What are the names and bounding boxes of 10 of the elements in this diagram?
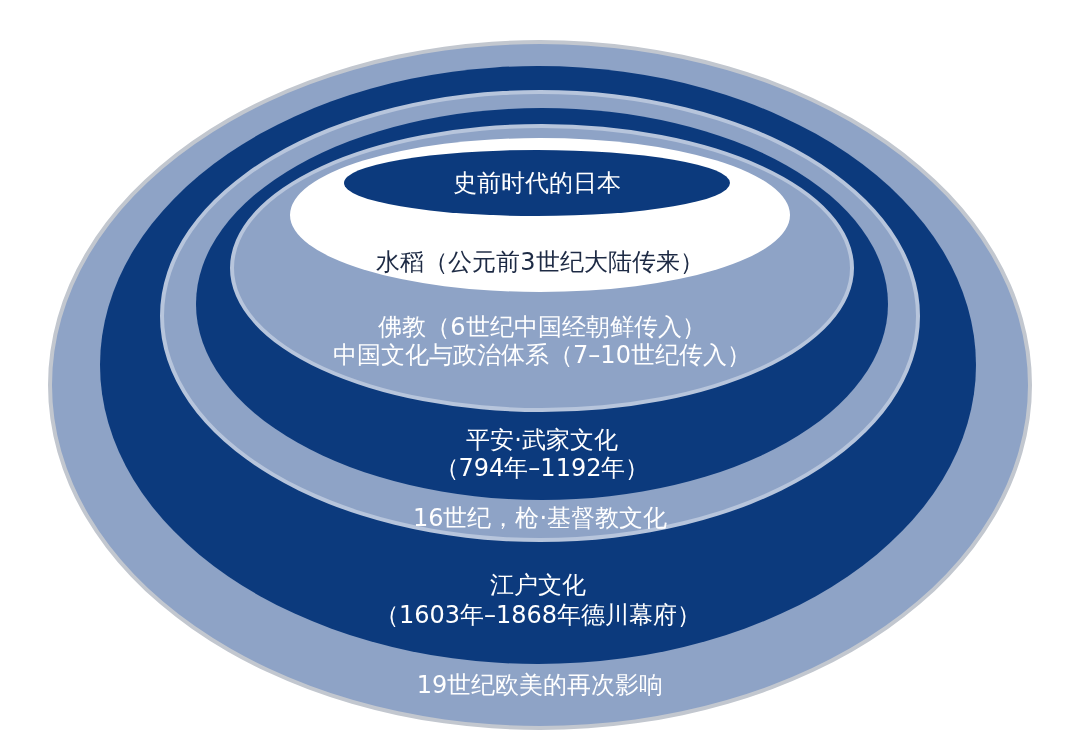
band-label: 16世纪，枪·基督教文化 (412, 504, 668, 532)
band-label: 史前时代的日本 (453, 169, 621, 197)
band-label: （794年–1192年） (434, 454, 650, 482)
band-label: 中国文化与政治体系（7–10世纪传入） (333, 341, 751, 369)
band-label: 江户文化 (490, 571, 586, 599)
band-label: 水稻（公元前3世纪大陆传来） (376, 248, 704, 276)
band-label: 佛教（6世纪中国经朝鲜传入） (378, 313, 706, 341)
band-label: 19世纪欧美的再次影响 (416, 671, 664, 699)
band-label: （1603年–1868年德川幕府） (374, 601, 702, 629)
band-label: 平安·武家文化 (466, 426, 618, 454)
